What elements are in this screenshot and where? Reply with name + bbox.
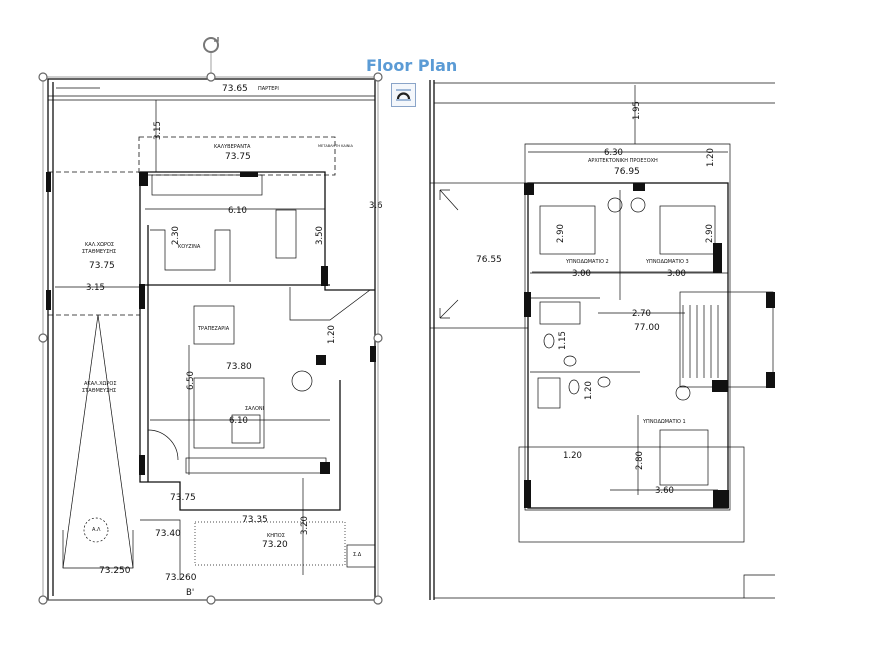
level-marker: 73.75 xyxy=(170,493,196,503)
room-label-parteri: ΠΑΡΤΕΡΙ xyxy=(258,86,279,92)
room-label-bedroom-1: ΥΠΝΟΔΩΜΑΤΙΟ 1 xyxy=(642,419,686,425)
room-label-sd: Σ.Δ xyxy=(353,552,362,558)
level-marker: 73.250 xyxy=(99,566,131,576)
level-marker: 73.65 xyxy=(222,84,248,94)
resize-handle-top[interactable] xyxy=(206,72,216,82)
level-marker: 73.35 xyxy=(242,515,268,525)
dimension-label: 3.50 xyxy=(315,226,325,245)
dimension-label: 1.15 xyxy=(558,331,568,350)
room-label-bedroom-2: ΥΠΝΟΔΩΜΑΤΙΟ 2 xyxy=(565,259,609,265)
level-marker: 73.20 xyxy=(262,540,288,550)
level-marker: 76.55 xyxy=(476,255,502,265)
room-label-kipos: ΚΗΠΟΣ xyxy=(267,533,285,539)
dimension-label: 3.60 xyxy=(655,486,674,496)
resize-handle-top-right[interactable] xyxy=(373,72,383,82)
dimension-label: 3.20 xyxy=(300,516,310,535)
dimension-label: 2.90 xyxy=(705,224,715,243)
dimension-label: 2.30 xyxy=(171,226,181,245)
section-marker: B' xyxy=(186,588,194,598)
ground-floor-plan: 73.65 ΠΑΡΤΕΡΙ ΚΑΛΥΒΕΡΑΝΤΑ ΜΕΤΑΒΛΗΤΗ ΚΑΙΝ… xyxy=(46,78,383,601)
level-marker: 73.75 xyxy=(225,152,251,162)
room-label-parking: ΣΤΑΘΜΕΥΣΗΣ xyxy=(82,249,116,255)
resize-handle-bottom-right[interactable] xyxy=(373,595,383,605)
room-label-open-parking: ΑΚΑΛ.ΧΩΡΟΣ xyxy=(84,381,117,387)
dimension-label: 1.95 xyxy=(632,101,642,120)
dimension-label: 1.20 xyxy=(706,148,716,167)
picture-selection[interactable] xyxy=(38,37,383,605)
level-marker: 73.40 xyxy=(155,529,181,539)
dimension-label: 1.20 xyxy=(563,451,582,461)
layout-options-button[interactable] xyxy=(391,83,416,107)
dimension-label: 2.90 xyxy=(556,224,566,243)
room-label-kouzina: ΚΟΥΖΙΝΑ xyxy=(178,244,201,250)
resize-handle-right[interactable] xyxy=(373,333,383,343)
room-label-kalyveranta: ΚΑΛΥΒΕΡΑΝΤΑ xyxy=(214,144,251,150)
rotate-handle-icon[interactable] xyxy=(203,37,219,53)
dimension-label: 3.15 xyxy=(153,121,163,140)
dimension-label: 3.00 xyxy=(667,269,686,279)
dimension-label: 2.80 xyxy=(635,451,645,470)
dimension-label: 6.10 xyxy=(228,206,247,216)
room-label-al: Α.Λ xyxy=(92,527,101,533)
dimension-label: 2.70 xyxy=(632,309,651,319)
level-marker: 73.75 xyxy=(89,261,115,271)
room-label-bedroom-3: ΥΠΝΟΔΩΜΑΤΙΟ 3 xyxy=(645,259,689,265)
dimension-label: 3.6 xyxy=(369,201,383,211)
dimension-label: 6.10 xyxy=(229,416,248,426)
level-marker: 73.260 xyxy=(165,573,197,583)
dimension-label: 3.15 xyxy=(86,283,105,293)
level-marker: 76.95 xyxy=(614,167,640,177)
first-floor-plan: 1.95 6.30 ΑΡΧΙΤΕΚΤΟΝΙΚΗ ΠΡΟΕΞΟΧΗ 76.95 1… xyxy=(429,80,775,600)
room-label-proexoxi: ΑΡΧΙΤΕΚΤΟΝΙΚΗ ΠΡΟΕΞΟΧΗ xyxy=(588,158,658,164)
resize-handle-left[interactable] xyxy=(38,333,48,343)
level-marker: 73.80 xyxy=(226,362,252,372)
layout-options-icon xyxy=(396,89,411,101)
resize-handle-top-left[interactable] xyxy=(38,72,48,82)
room-label-parking: ΚΑΛ.ΧΩΡΟΣ xyxy=(85,242,114,248)
room-label-trapezaria: ΤΡΑΠΕΖΑΡΙΑ xyxy=(197,326,230,332)
level-marker: 77.00 xyxy=(634,323,660,333)
note-label: ΜΕΤΑΒΛΗΤΗ ΚΑΙΝΙΑ xyxy=(318,144,353,148)
document-heading: Floor Plan xyxy=(366,56,458,75)
dimension-label: 6.50 xyxy=(186,371,196,390)
dimension-label: 6.30 xyxy=(604,148,623,158)
resize-handle-bottom-left[interactable] xyxy=(38,595,48,605)
dimension-label: 1.20 xyxy=(584,381,594,400)
dimension-label: 3.00 xyxy=(572,269,591,279)
resize-handle-bottom[interactable] xyxy=(206,595,216,605)
room-label-open-parking: ΣΤΑΘΜΕΥΣΗΣ xyxy=(82,388,116,394)
room-label-saloni: ΣΑΛΟΝΙ xyxy=(245,406,264,412)
dimension-label: 1.20 xyxy=(327,325,337,344)
